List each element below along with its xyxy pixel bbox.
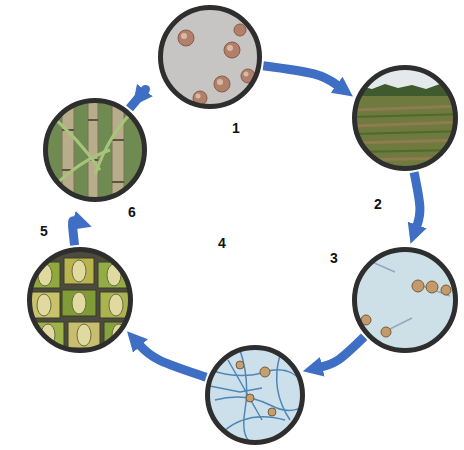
field-photo-part-part: [350, 114, 462, 117]
cane-setts-photo-part-part: [72, 260, 86, 282]
circle-border: [46, 101, 145, 200]
microscope-photo-part: [361, 255, 451, 337]
cane-stalk-photo-part-part: [112, 139, 124, 141]
spore-photo-part-part: [214, 76, 230, 92]
photo-circle: 5: [27, 247, 133, 353]
step-number: 1: [232, 121, 240, 135]
hyphae-photo-part-part: [277, 355, 290, 420]
microscope-photo-part-part: [372, 262, 395, 272]
field-photo-part-part: [350, 158, 462, 160]
spore-photo-part-part: [196, 94, 201, 99]
step-number: 2: [374, 197, 382, 211]
step-number: 5: [40, 224, 48, 238]
microscope-photo-part-part: [426, 281, 438, 293]
spore-photo-part-part: [244, 72, 249, 77]
cane-setts-photo-part: [37, 260, 126, 346]
cane-setts-photo-part-part: [64, 258, 94, 284]
field-photo-part-part: [350, 140, 462, 143]
circle-outline: [352, 247, 458, 353]
photo-circle: 2: [352, 65, 458, 171]
spore-photo-part-part: [217, 79, 223, 85]
microscope-photo-part: [372, 262, 450, 330]
circle-border: [161, 8, 260, 107]
field-photo: [350, 60, 462, 176]
cane-stalk-photo: [40, 95, 152, 207]
step-number: 6: [128, 205, 136, 219]
cane-stalk-photo-part: [62, 95, 124, 207]
cane-setts-photo-part-part: [109, 294, 123, 316]
spore-photo-part-part: [250, 92, 255, 97]
photo-circle: 1: [158, 5, 262, 109]
spore-photo-part: [155, 0, 265, 112]
hyphae-photo-part-part: [260, 367, 270, 377]
spore-photo-part: [181, 33, 255, 99]
hyphae-photo: [200, 340, 312, 450]
circle-border: [355, 250, 456, 351]
cane-setts-photo-part-part: [72, 292, 86, 314]
field-photo-part: [350, 96, 462, 176]
hyphae-photo-part-part: [246, 394, 254, 402]
spore-photo-part-part: [224, 42, 240, 58]
cane-setts-photo-part-part: [37, 294, 51, 316]
hyphae-photo-part-part: [236, 361, 244, 369]
spore-photo-part-part: [178, 30, 194, 46]
circle-outline: [158, 5, 262, 109]
hyphae-photo-part-part: [225, 417, 285, 430]
hyphae-photo-part-part: [205, 385, 262, 392]
hyphae-photo-part: [200, 340, 312, 450]
cane-setts-photo-part-part: [62, 290, 96, 316]
microscope-photo-part-part: [441, 285, 451, 295]
circle-outline: [352, 65, 458, 171]
circle-border: [30, 250, 131, 351]
microscope-photo-part-part: [412, 280, 424, 292]
cycle-arrow: [414, 172, 420, 226]
circle-outline: [27, 247, 133, 353]
field-photo-part: [350, 114, 462, 168]
field-photo-part-part: [350, 131, 462, 134]
cycle-arrow: [140, 345, 206, 377]
field-photo-part-part: [350, 122, 462, 126]
cycle-arrow: [130, 89, 146, 108]
microscope-photo-part-part: [381, 327, 391, 337]
photo-circle: 6: [43, 98, 147, 202]
cane-stalk-photo-part-part: [88, 119, 98, 121]
spore-photo-part-part: [181, 33, 187, 39]
circle-outline: [205, 345, 305, 445]
cane-setts-photo-part-part: [68, 322, 100, 348]
step-number: 3: [330, 251, 338, 265]
photo-circle: 4: [205, 345, 305, 445]
spore-photo-part-part: [234, 24, 246, 36]
cane-stalk-photo-part-part: [88, 95, 98, 207]
spore-photo-part-part: [227, 45, 233, 51]
field-photo-part-part: [350, 106, 462, 110]
spore-photo-part: [178, 24, 261, 105]
cycle-arrow: [321, 337, 364, 367]
circle-outline: [43, 98, 147, 202]
hyphae-photo-part-part: [228, 360, 262, 420]
hyphae-photo-part: [236, 361, 276, 416]
circle-border: [208, 348, 303, 443]
spore-photo: [155, 0, 265, 112]
step-number: 4: [218, 236, 226, 250]
cane-setts-photo-part: [25, 245, 137, 357]
cycle-arrow: [72, 221, 74, 246]
cycle-arrow: [263, 66, 337, 86]
hyphae-photo-part-part: [268, 408, 276, 416]
cane-stalk-photo-part: [40, 95, 152, 207]
cane-stalk-photo-part-part: [45, 110, 100, 170]
cane-setts-photo: [25, 245, 137, 357]
circle-border: [355, 68, 456, 169]
cane-stalk-photo-part-part: [112, 181, 124, 183]
cane-setts-photo-part-part: [77, 324, 91, 346]
photo-circle: 3: [352, 247, 458, 353]
hyphae-photo-part-part: [215, 397, 310, 410]
microscope-photo-part-part: [388, 318, 412, 330]
hyphae-photo-part-part: [210, 370, 305, 385]
